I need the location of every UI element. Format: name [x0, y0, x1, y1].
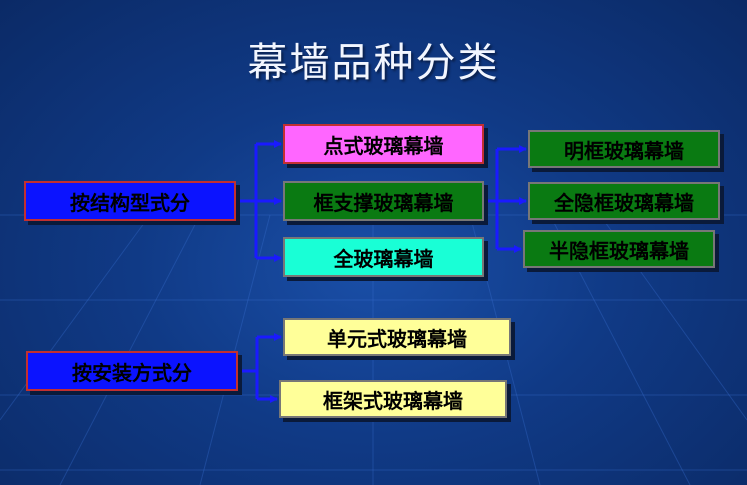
node-unit-glass-curtain-wall: 单元式玻璃幕墙	[283, 318, 511, 356]
node-semi-hidden-frame-glass-curtain-wall: 半隐框玻璃幕墙	[523, 230, 715, 268]
category-structure-box: 按结构型式分	[24, 181, 236, 221]
page-title: 幕墙品种分类	[247, 40, 500, 86]
category-install-box: 按安装方式分	[26, 351, 238, 391]
node-exposed-frame-glass-curtain-wall: 明框玻璃幕墙	[528, 130, 720, 168]
node-hidden-frame-glass-curtain-wall: 全隐框玻璃幕墙	[528, 182, 720, 220]
node-frame-supported-glass-curtain-wall: 框支撑玻璃幕墙	[283, 181, 484, 221]
node-framework-glass-curtain-wall: 框架式玻璃幕墙	[279, 380, 507, 418]
node-full-glass-curtain-wall: 全玻璃幕墙	[283, 237, 484, 277]
node-point-glass-curtain-wall: 点式玻璃幕墙	[283, 124, 484, 164]
